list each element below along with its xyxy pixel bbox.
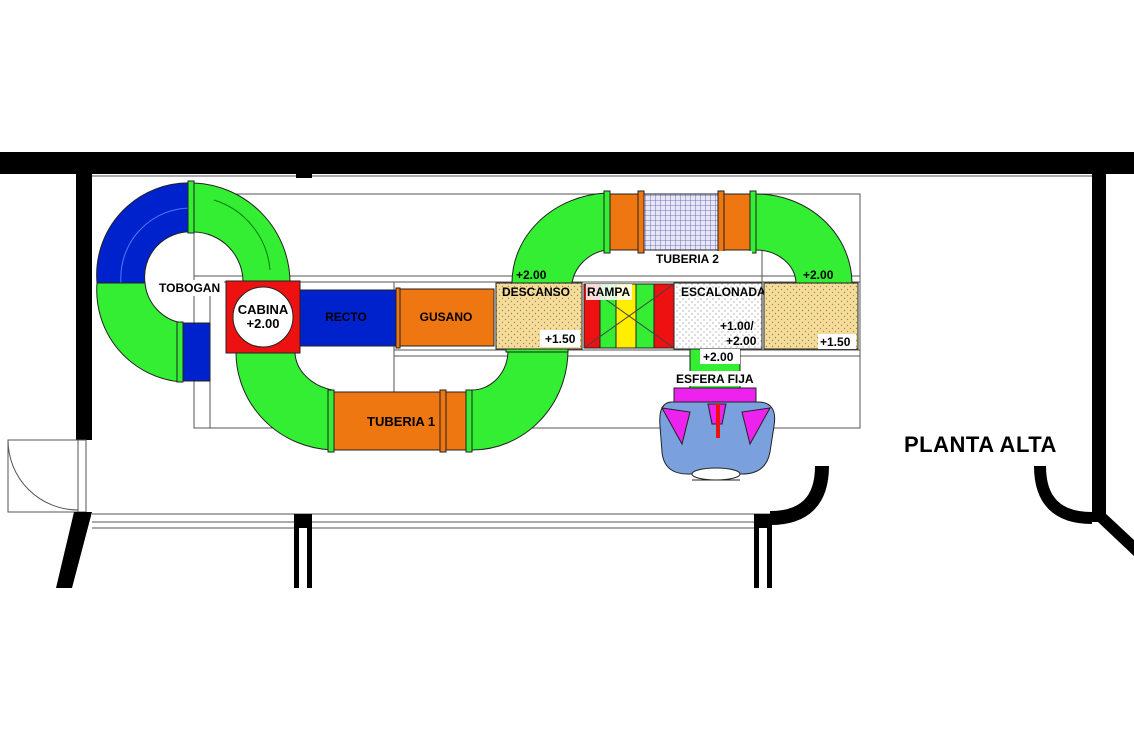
gusano: GUSANO <box>395 287 495 349</box>
rampa-label: RAMPA <box>587 285 630 299</box>
cabina-level: +2.00 <box>247 316 280 331</box>
tuberia-1-label: TUBERIA 1 <box>367 414 435 429</box>
recto: RECTO <box>299 289 397 347</box>
left-wall <box>76 172 92 440</box>
recto-label: RECTO <box>325 310 367 324</box>
escalonada-level-a: +1.00/ <box>720 319 754 333</box>
cabina-label: CABINA <box>238 302 289 317</box>
right-platform: +1.50 <box>763 282 859 350</box>
tobogan-slide <box>96 180 211 383</box>
descanso: DESCANSO +1.50 <box>495 282 583 350</box>
right-platform-level: +1.50 <box>820 335 851 349</box>
tuberia-1: TUBERIA 1 <box>333 389 473 453</box>
gusano-label: GUSANO <box>420 310 473 324</box>
escalonada-label: ESCALONADA <box>681 285 766 299</box>
curve-right-level: +2.00 <box>803 268 834 282</box>
esfera-fija: ESFERA FIJA <box>659 371 776 481</box>
descanso-label: DESCANSO <box>502 285 570 299</box>
bottom-wall <box>92 513 772 588</box>
escalonada-level-b: +2.00 <box>726 334 757 348</box>
esfera-level: +2.00 <box>703 350 734 364</box>
tobogan-label: TOBOGAN <box>159 281 220 295</box>
curved-wall-right <box>769 465 829 525</box>
curve-top-middle: +2.00 <box>511 190 611 284</box>
curve-left-level: +2.00 <box>516 268 547 282</box>
curve-bottom-middle <box>471 349 569 451</box>
right-wall <box>1092 172 1106 522</box>
lower-left-wall <box>56 512 92 588</box>
curve-bottom-left <box>235 351 333 451</box>
left-door <box>7 439 87 513</box>
esfera-fija-label: ESFERA FIJA <box>676 372 754 386</box>
rampa: RAMPA <box>583 283 675 349</box>
top-wall <box>0 152 1134 174</box>
tuberia-2: TUBERIA 2 <box>609 190 757 267</box>
right-door <box>1034 465 1134 556</box>
curve-top-right: +2.00 <box>755 193 853 284</box>
walls <box>0 152 1134 588</box>
escalonada: ESCALONADA +1.00/ +2.00 <box>673 282 766 350</box>
descanso-level: +1.50 <box>545 332 576 346</box>
curve-top-left <box>193 182 291 284</box>
cabina: CABINA +2.00 <box>225 280 301 354</box>
plan-title: PLANTA ALTA <box>904 432 1057 457</box>
tuberia-2-label: TUBERIA 2 <box>656 252 719 266</box>
